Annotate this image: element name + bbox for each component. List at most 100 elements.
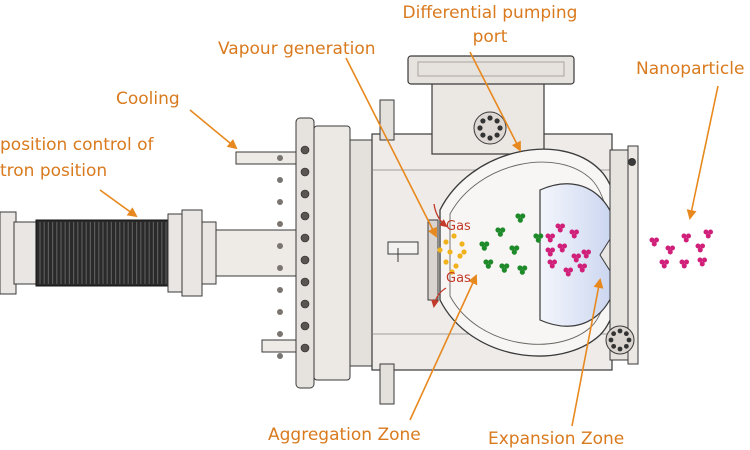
flange-bolt-head (277, 265, 283, 271)
green-cluster-dot (519, 269, 525, 275)
green-cluster-dot (497, 231, 503, 237)
port-bolt (494, 118, 500, 124)
flange-bolt-head (277, 177, 283, 183)
magenta-cluster-dot (700, 243, 705, 249)
flange-bolt (300, 277, 310, 287)
label-expansion-zone: Expansion Zone (488, 429, 624, 449)
exit-bolt (608, 337, 614, 343)
arrow-nanoparticles (686, 85, 719, 220)
exit-bolt (623, 343, 629, 349)
magenta-cluster-dot (697, 257, 703, 263)
green-cluster-dot (535, 237, 541, 243)
bellows-assembly (0, 209, 297, 297)
label-nanoparticles: Nanoparticle (636, 59, 744, 79)
green-cluster-dot (520, 213, 526, 219)
magenta-cluster-dot (681, 233, 687, 239)
flange-bolt-head (277, 309, 283, 315)
magenta-cluster-dot (579, 267, 585, 273)
magenta-cluster-dot (569, 229, 575, 235)
magenta-cluster-dot (649, 237, 655, 243)
magenta-cluster-dot (686, 233, 691, 239)
magenta-cluster-dot (571, 233, 577, 239)
green-cluster-dot (517, 217, 523, 223)
arrow-aggregation-zone (409, 274, 478, 421)
magenta-cluster-dot (683, 237, 689, 243)
magenta-cluster-dot (562, 243, 567, 249)
green-cluster-dot (481, 245, 487, 251)
green-cluster-dot (509, 245, 515, 251)
label-vapour-generation: Vapour generation (218, 39, 376, 59)
green-cluster-dot (533, 233, 539, 239)
flange-bolt-head (277, 243, 283, 249)
green-cluster-dot (522, 265, 528, 271)
magenta-cluster-dot (577, 263, 583, 269)
magenta-cluster-dot (695, 243, 701, 249)
exit-bolt (617, 346, 623, 352)
magenta-cluster-dot (586, 249, 591, 255)
flange-bolt-head (277, 155, 283, 161)
label-cooling: Cooling (116, 89, 180, 109)
magenta-cluster-dot (670, 245, 675, 251)
flange-bolt (300, 233, 310, 243)
main-flange (277, 117, 375, 389)
magenta-cluster-dot (684, 259, 689, 265)
vapour-dot (451, 233, 457, 239)
magenta-cluster-dot (574, 229, 579, 235)
green-cluster-dot (515, 213, 521, 219)
vapour-dot (453, 263, 459, 269)
flange-bolt-head (277, 353, 283, 359)
vapour-dot (449, 269, 455, 275)
label-position-control-line2: tron position (0, 161, 107, 181)
label-position-control-line1: position control of (0, 135, 154, 155)
magenta-cluster-dot (547, 259, 553, 265)
magenta-cluster-dot (547, 251, 553, 257)
flange-bolt-head (277, 199, 283, 205)
arrow-expansion-zone (571, 278, 604, 427)
magenta-cluster-dot (703, 229, 709, 235)
green-cluster-dot (495, 227, 501, 233)
magenta-cluster-dot (568, 267, 573, 273)
green-cluster-dot (483, 259, 489, 265)
flange-bolt-head (277, 287, 283, 293)
arrow-cooling (189, 109, 238, 150)
port-bolt (487, 135, 493, 141)
magenta-cluster-dot (547, 237, 553, 243)
magenta-cluster-dot (557, 243, 563, 249)
flange-bolt (300, 321, 310, 331)
exit-bolt (611, 331, 617, 337)
vapour-dot (447, 249, 453, 255)
magenta-cluster-dot (563, 267, 569, 273)
label-gas-bottom: Gas (446, 271, 471, 286)
label-aggregation-zone: Aggregation Zone (268, 425, 421, 445)
magenta-cluster-dot (549, 263, 555, 269)
magenta-cluster-dot (708, 229, 713, 235)
port-bolt (477, 125, 483, 131)
vapour-dot (457, 253, 463, 259)
magenta-cluster-dot (651, 241, 657, 247)
magenta-cluster-dot (582, 263, 587, 269)
arrow-vapour-generation (345, 57, 437, 238)
green-cluster-dot (511, 249, 517, 255)
pumping-port (407, 55, 575, 155)
green-cluster-dot (485, 263, 491, 269)
flange-bolt (300, 211, 310, 221)
magenta-cluster-dot (667, 249, 673, 255)
magenta-cluster-dot (665, 245, 671, 251)
exit-bolt (611, 343, 617, 349)
magenta-cluster-dot (654, 237, 659, 243)
flange-bolt-head (277, 221, 283, 227)
cooling-pipe-bottom (261, 339, 297, 353)
magenta-cluster-dot (581, 249, 587, 255)
port-bolt (497, 125, 503, 131)
magenta-cluster-dot (573, 257, 579, 263)
magenta-cluster-dot (576, 253, 581, 259)
flange-bolt (300, 145, 310, 155)
magenta-cluster-dot (555, 223, 561, 229)
magenta-cluster-dot (571, 253, 577, 259)
green-clusters (479, 213, 544, 275)
magenta-cluster-dot (681, 263, 687, 269)
flange-bolt-head (277, 331, 283, 337)
exit-flange (605, 145, 639, 365)
magenta-cluster-dot (702, 257, 707, 263)
